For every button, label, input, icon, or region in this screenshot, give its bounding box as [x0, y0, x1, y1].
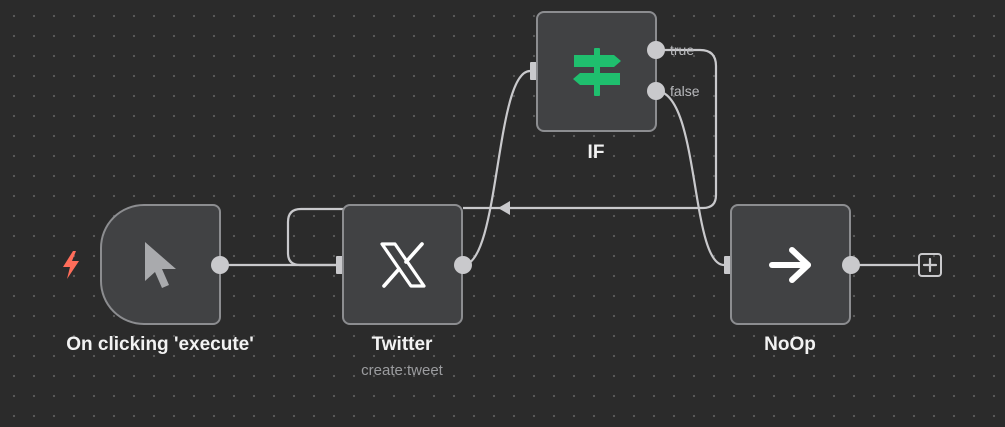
- if-output-false-handle[interactable]: [647, 82, 665, 100]
- twitter-input-handle[interactable]: [336, 256, 345, 274]
- noop-input-handle[interactable]: [724, 256, 733, 274]
- x-logo-icon: [378, 240, 428, 290]
- add-node-button[interactable]: [918, 253, 942, 277]
- if-node[interactable]: [536, 11, 657, 132]
- noop-output-handle[interactable]: [842, 256, 860, 274]
- connection-if-false-to-noop[interactable]: [655, 89, 725, 267]
- signpost-icon: [570, 46, 624, 98]
- trigger-node-title: On clicking 'execute': [66, 334, 254, 355]
- noop-node-title: NoOp: [764, 334, 816, 355]
- arrow-right-icon: [766, 245, 816, 285]
- twitter-output-handle[interactable]: [454, 256, 472, 274]
- twitter-node-title: Twitter: [371, 334, 433, 355]
- cursor-pointer-icon: [139, 239, 183, 291]
- if-output-true-handle[interactable]: [647, 41, 665, 59]
- twitter-node[interactable]: [342, 204, 463, 325]
- if-input-handle[interactable]: [530, 62, 539, 80]
- if-node-title: IF: [587, 142, 605, 163]
- twitter-node-subtitle: create:tweet: [361, 362, 443, 379]
- noop-node[interactable]: [730, 204, 851, 325]
- if-output-true-label: true: [670, 42, 695, 58]
- trigger-output-handle[interactable]: [211, 256, 229, 274]
- lightning-bolt-icon: [60, 250, 82, 280]
- connection-twitter-to-if[interactable]: [462, 69, 531, 267]
- connection-arrowhead: [498, 201, 510, 215]
- plus-icon: [920, 255, 940, 275]
- trigger-node[interactable]: [100, 204, 221, 325]
- if-output-false-label: false: [670, 83, 700, 99]
